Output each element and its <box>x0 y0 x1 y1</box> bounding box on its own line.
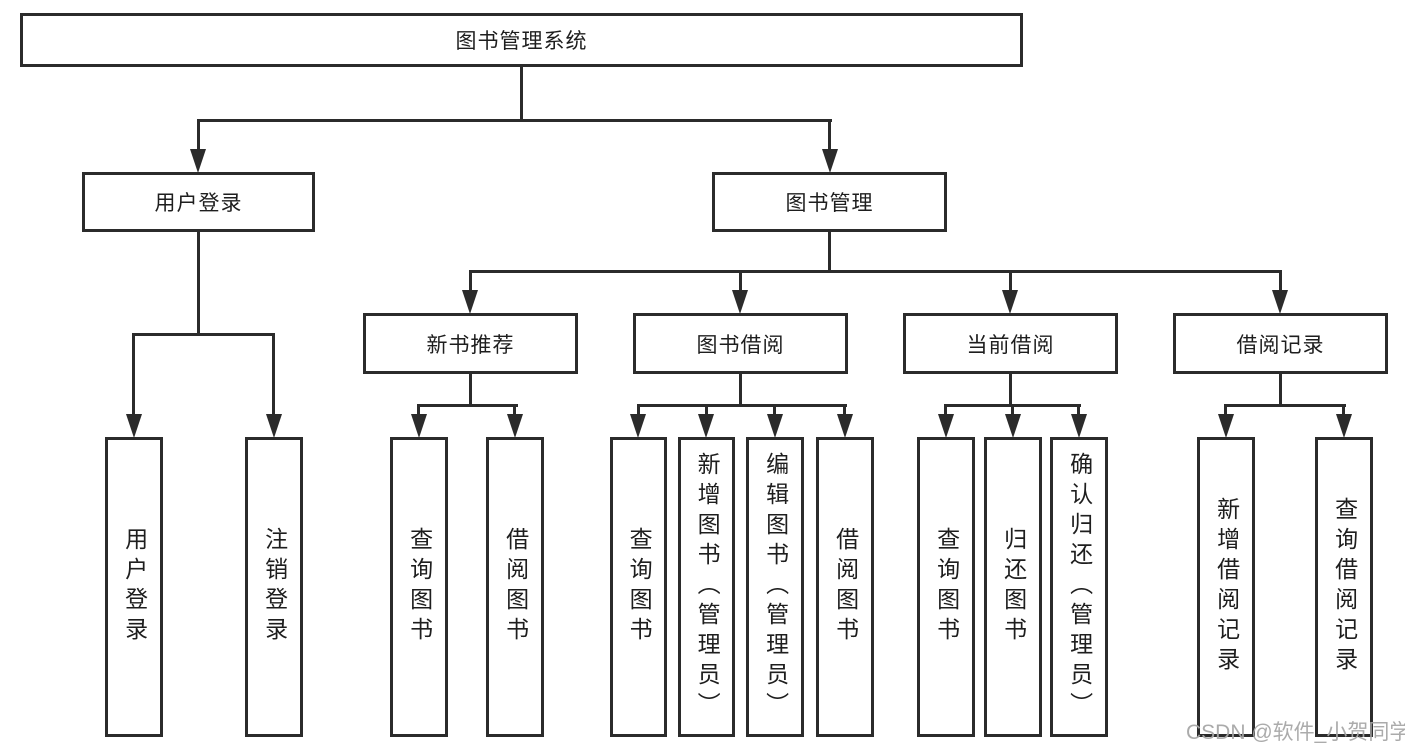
arrowhead-icon <box>1005 414 1021 438</box>
connector-current-drop-3 <box>1077 404 1080 416</box>
arrowhead-icon <box>507 414 523 438</box>
connector-root-drop-book-mgmt <box>828 119 831 151</box>
node-root-label: 图书管理系统 <box>455 30 588 53</box>
node-new-book-recommend: 新书推荐 <box>363 313 578 374</box>
connector-records-stem <box>1279 374 1282 407</box>
connector-records-drop-1 <box>1224 404 1227 416</box>
connector-book-mgmt-bar <box>469 270 1282 273</box>
connector-user-login-stem <box>197 232 200 336</box>
connector-root-stem <box>520 66 523 119</box>
leaf-add-book-admin: 新增图书（管理员） <box>678 437 735 737</box>
arrowhead-icon <box>1272 290 1288 314</box>
connector-book-mgmt-drop-2 <box>739 270 742 292</box>
connector-borrow-drop-2 <box>705 404 708 416</box>
connector-borrow-drop-4 <box>843 404 846 416</box>
connector-root-bar <box>197 119 832 122</box>
node-current-borrow-label: 当前借阅 <box>966 333 1055 357</box>
leaf-borrow-books-recommend-label: 借阅图书 <box>502 527 529 647</box>
leaf-query-borrow-record: 查询借阅记录 <box>1315 437 1373 737</box>
connector-book-mgmt-stem <box>828 232 831 273</box>
connector-recommend-bar <box>417 404 518 407</box>
connector-records-bar <box>1224 404 1346 407</box>
leaf-add-book-admin-label: 新增图书（管理员） <box>694 452 721 722</box>
leaf-user-login-label: 用户登录 <box>121 527 148 647</box>
node-current-borrow: 当前借阅 <box>903 313 1118 374</box>
node-user-login: 用户登录 <box>82 172 315 232</box>
arrowhead-icon <box>190 149 206 173</box>
leaf-borrow-books-borrow-label: 借阅图书 <box>832 527 859 647</box>
connector-borrow-bar <box>637 404 847 407</box>
connector-book-mgmt-drop-1 <box>469 270 472 292</box>
connector-borrow-drop-3 <box>773 404 776 416</box>
leaf-logout: 注销登录 <box>245 437 303 737</box>
connector-root-drop-user-login <box>197 119 200 151</box>
leaf-borrow-books-borrow: 借阅图书 <box>816 437 874 737</box>
node-user-login-label: 用户登录 <box>154 192 243 215</box>
node-new-book-recommend-label: 新书推荐 <box>426 333 515 357</box>
node-book-borrow-label: 图书借阅 <box>696 333 785 357</box>
connector-book-mgmt-drop-4 <box>1279 270 1282 292</box>
connector-records-drop-2 <box>1342 404 1345 416</box>
arrowhead-icon <box>462 290 478 314</box>
connector-user-login-drop-1 <box>132 333 135 416</box>
connector-current-drop-1 <box>944 404 947 416</box>
connector-recommend-stem <box>469 374 472 407</box>
leaf-add-borrow-record: 新增借阅记录 <box>1197 437 1255 737</box>
connector-book-mgmt-drop-3 <box>1009 270 1012 292</box>
leaf-query-books-current: 查询图书 <box>917 437 975 737</box>
node-book-mgmt-label: 图书管理 <box>785 192 874 215</box>
leaf-edit-book-admin: 编辑图书（管理员） <box>746 437 804 737</box>
arrowhead-icon <box>732 290 748 314</box>
leaf-return-book: 归还图书 <box>984 437 1042 737</box>
arrowhead-icon <box>822 149 838 173</box>
connector-user-login-drop-2 <box>272 333 275 416</box>
connector-current-stem <box>1009 374 1012 407</box>
arrowhead-icon <box>1002 290 1018 314</box>
watermark: CSDN @软件_小贺同学 <box>1186 721 1405 744</box>
leaf-borrow-books-recommend: 借阅图书 <box>486 437 544 737</box>
connector-current-drop-2 <box>1011 404 1014 416</box>
arrowhead-icon <box>837 414 853 438</box>
node-borrow-records: 借阅记录 <box>1173 313 1388 374</box>
connector-user-login-bar <box>132 333 275 336</box>
arrowhead-icon <box>126 414 142 438</box>
arrowhead-icon <box>1218 414 1234 438</box>
leaf-query-borrow-record-label: 查询借阅记录 <box>1331 497 1358 677</box>
connector-recommend-drop-2 <box>513 404 516 416</box>
leaf-add-borrow-record-label: 新增借阅记录 <box>1213 497 1240 677</box>
node-root: 图书管理系统 <box>20 13 1023 67</box>
arrowhead-icon <box>1071 414 1087 438</box>
connector-borrow-drop-1 <box>637 404 640 416</box>
leaf-user-login: 用户登录 <box>105 437 163 737</box>
leaf-query-books-borrow: 查询图书 <box>610 437 667 737</box>
leaf-query-books-current-label: 查询图书 <box>933 527 960 647</box>
arrowhead-icon <box>411 414 427 438</box>
node-borrow-records-label: 借阅记录 <box>1236 333 1325 357</box>
arrowhead-icon <box>767 414 783 438</box>
leaf-confirm-return-admin-label: 确认归还（管理员） <box>1066 452 1093 722</box>
connector-borrow-stem <box>739 374 742 407</box>
arrowhead-icon <box>630 414 646 438</box>
arrowhead-icon <box>266 414 282 438</box>
leaf-return-book-label: 归还图书 <box>1000 527 1027 647</box>
leaf-query-books-borrow-label: 查询图书 <box>626 527 653 647</box>
connector-recommend-drop-1 <box>417 404 420 416</box>
leaf-query-books-recommend: 查询图书 <box>390 437 448 737</box>
leaf-query-books-recommend-label: 查询图书 <box>406 527 433 647</box>
node-book-borrow: 图书借阅 <box>633 313 848 374</box>
leaf-logout-label: 注销登录 <box>261 527 288 647</box>
arrowhead-icon <box>698 414 714 438</box>
node-book-mgmt: 图书管理 <box>712 172 947 232</box>
leaf-edit-book-admin-label: 编辑图书（管理员） <box>762 452 789 722</box>
leaf-confirm-return-admin: 确认归还（管理员） <box>1050 437 1108 737</box>
arrowhead-icon <box>938 414 954 438</box>
arrowhead-icon <box>1336 414 1352 438</box>
